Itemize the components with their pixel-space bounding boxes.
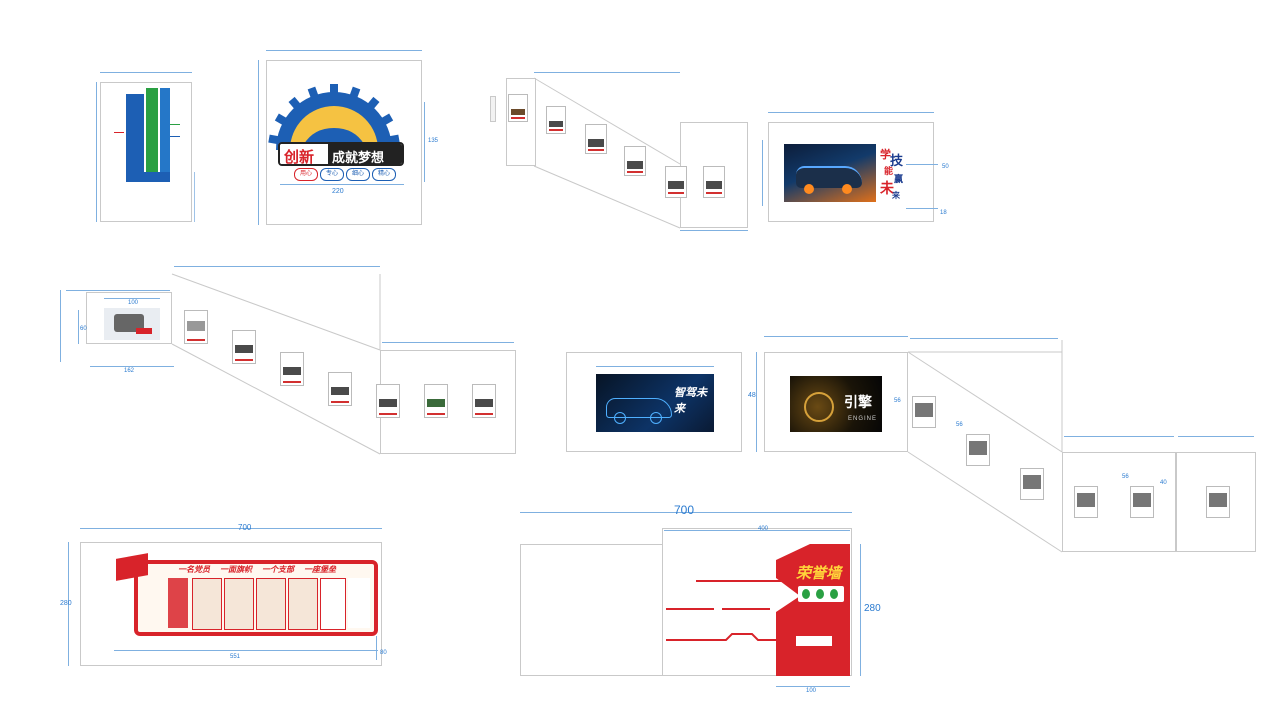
dim-honor-right: 280 [864,603,881,614]
dim-future-side: 50 [942,164,949,170]
stair-card-1 [508,94,528,122]
dim-engine-a: 56 [894,398,901,404]
pill-4: 精心 [372,168,396,181]
future-char-5: 未 [880,181,894,197]
dim-party-top: 700 [238,523,252,532]
panel-parts-stair: 100 60 162 [52,262,522,458]
panel-innovation: 创新 成就梦想 用心 专心 细心 精心 220 135 [248,50,438,226]
car-xray-image: 智驾未来 [596,374,714,432]
panel-future-tech: 学 技 能 赢 未 来 50 18 [756,112,956,224]
panel-honor: 700 400 荣誉墙 280 100 [520,500,888,700]
parts-card-6 [424,384,448,418]
engine-hero-image: 引擎 ENGINE [790,376,882,432]
parts-card-5 [376,384,400,418]
slogan-right: 成就梦想 [332,151,385,166]
parts-card-7 [472,384,496,418]
panel-stair-top [484,64,754,236]
slogan-bar: 创新 成就梦想 [278,142,404,166]
calligraphy-text: 智驾未来 [674,386,707,415]
stair-card-5 [665,166,687,198]
pill-row: 用心 专心 细心 精心 [294,168,404,181]
dim-party-right: 80 [380,650,387,656]
future-char-3: 能 [884,167,894,177]
party-slogan-1: 一名党员 [178,564,210,574]
dim-parts-left: 100 [128,300,139,306]
party-slogan-2: 一面旗帜 [220,564,252,574]
pill-3: 细心 [346,168,370,181]
stair-card-3 [585,124,607,154]
gear-graphic [268,84,400,150]
future-char-6: 来 [892,190,900,200]
dim-engine-c: 56 [1122,474,1129,480]
sign-strip-green [146,88,158,182]
dim-height: 135 [428,138,439,144]
dim-honor-small-bottom: 100 [806,688,817,694]
car-image-blue [784,144,876,202]
pill-1: 用心 [294,168,318,181]
stair-card-2 [546,106,566,134]
panel-engine: 48 引擎 ENGINE 56 56 56 40 [748,328,1278,560]
dim-honor-top: 700 [674,503,695,517]
honor-plants [798,586,844,602]
engine-image [104,308,160,340]
parts-card-4 [328,372,352,406]
engine-card-3 [1020,468,1044,500]
parts-card-3 [280,352,304,386]
sign-base [126,172,170,182]
parts-card-1 [184,310,208,344]
panel-party: 700 280 一名党员 一面旗帜 一个支部 一座堡垒 551 80 [60,520,400,670]
panel-vertical-sign [96,72,206,227]
future-char-4: 赢 [894,175,904,185]
sign-strip-blue-2 [160,88,170,172]
dim-party-left: 280 [60,600,72,607]
dim-engine-b: 56 [956,422,963,428]
engine-card-2 [966,434,990,466]
parts-card-2 [232,330,256,364]
engine-title: 引擎 [844,395,872,411]
stair-card-6 [703,166,725,198]
engine-card-6 [1206,486,1230,518]
dim-parts-bottom: 162 [124,368,135,374]
engine-card-5 [1130,486,1154,518]
future-char-2: 技 [890,154,904,169]
engine-card-1 [912,396,936,428]
panel-car-xray: 智驾未来 [566,352,742,452]
dim-honor-small-top: 400 [758,526,769,532]
party-slogan-3: 一个支部 [262,564,294,574]
engine-card-4 [1074,486,1098,518]
future-char-1: 学 [880,148,891,161]
dim-engine-left: 48 [748,392,756,399]
dim-engine-d: 40 [1160,480,1167,486]
pill-2: 专心 [320,168,344,181]
honor-title: 荣誉墙 [796,564,842,582]
stair-card-4 [624,146,646,176]
slogan-left: 创新 [284,148,315,166]
sign-strip-blue [126,94,144,182]
dim-parts-left-h: 60 [80,326,87,332]
party-slogan-4: 一座堡垒 [304,564,336,574]
dim-future-bottom: 18 [940,210,947,216]
engine-subtitle: ENGINE [848,416,878,422]
dim-party-bottom: 551 [230,654,241,660]
dim-width: 220 [332,188,344,195]
